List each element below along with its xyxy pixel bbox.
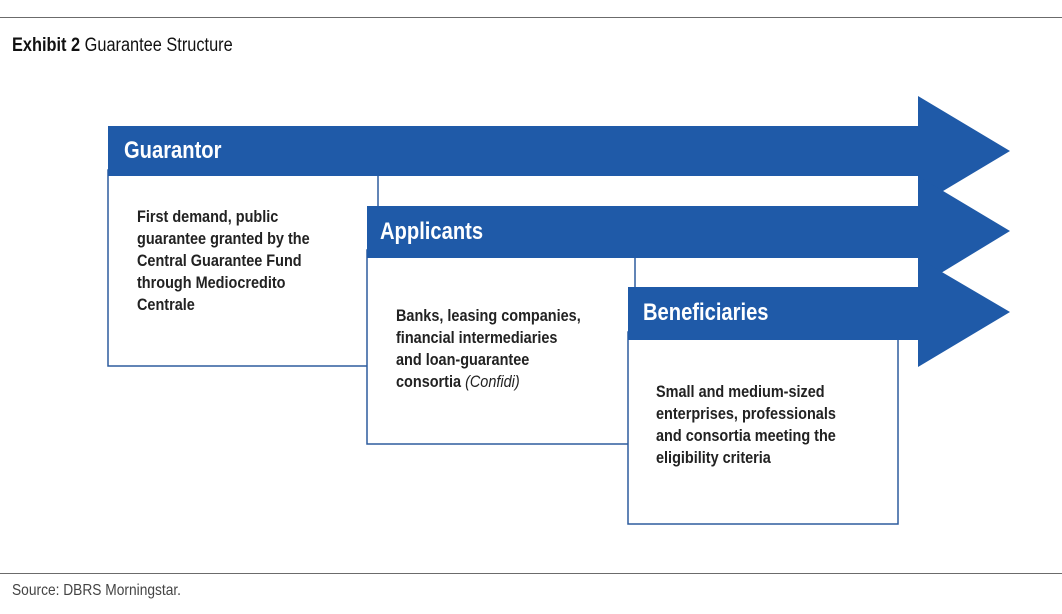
beneficiaries-arrow [628,258,1010,367]
text-line: eligibility criteria [656,448,771,467]
guarantor-box [107,169,379,367]
applicants-box [366,249,636,445]
text-line: Banks, leasing companies, [396,306,581,325]
source-note: Source: DBRS Morningstar. [12,582,182,599]
applicants-arrow [367,176,1010,287]
text-line: Centrale [137,295,195,314]
text-line: financial intermediaries [396,328,558,347]
beneficiaries-box [627,331,899,525]
text-line: and loan-guarantee [396,350,530,369]
top-rule [0,17,1062,18]
text-line: Small and medium-sized [656,382,825,401]
applicants-description: Banks, leasing companies, financial inte… [396,305,581,393]
guarantor-label: Guarantor [124,137,222,164]
text-line: and consortia meeting the [656,426,836,445]
exhibit-caption: Guarantee Structure [84,35,233,56]
text-italic: (Confidi) [465,372,520,391]
beneficiaries-label: Beneficiaries [643,299,769,326]
bottom-rule [0,573,1062,574]
text-plain: consortia [396,372,466,391]
guarantor-arrow [108,96,1010,206]
beneficiaries-description: Small and medium-sized enterprises, prof… [656,381,836,469]
exhibit-title: Exhibit 2 Guarantee Structure [12,35,233,57]
text-line: Central Guarantee Fund [137,251,302,270]
applicants-label: Applicants [380,218,484,245]
text-line: First demand, public [137,207,279,226]
exhibit-number: Exhibit 2 [12,35,81,56]
text-line: enterprises, professionals [656,404,836,423]
text-line: consortia (Confidi) [396,371,581,393]
text-line: guarantee granted by the [137,229,310,248]
text-line: through Mediocredito [137,273,286,292]
guarantor-description: First demand, public guarantee granted b… [137,206,310,316]
